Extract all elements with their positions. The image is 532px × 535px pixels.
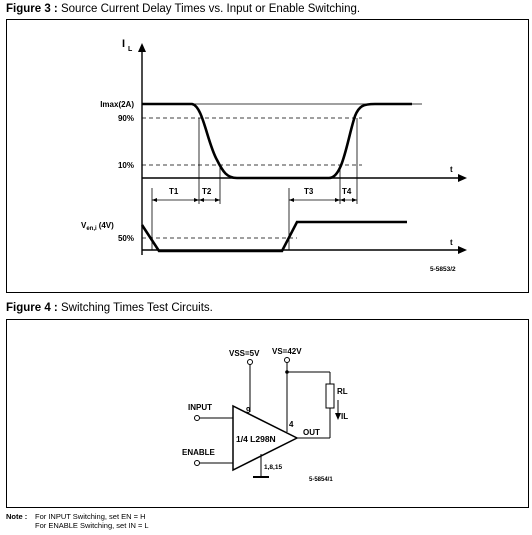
note-line1: For INPUT Switching, set EN = H xyxy=(35,512,146,521)
t4-label: T4 xyxy=(342,187,352,196)
ven-label: Ven,i(4V) xyxy=(81,221,114,232)
figure4-caption: Figure 4 : Switching Times Test Circuits… xyxy=(6,302,213,314)
note-line2: For ENABLE Switching, set IN = L xyxy=(35,521,149,530)
timing-diagram-svg: I L t t Imax(2A) 90% 10% Ven,i(4V) 50% T… xyxy=(81,38,467,273)
time-axis-bottom-label: t xyxy=(450,238,453,247)
time-axis-top-arrow xyxy=(458,174,467,182)
current-waveform xyxy=(142,102,412,180)
figure3-diagram: I L t t Imax(2A) 90% 10% Ven,i(4V) 50% T… xyxy=(6,19,529,293)
note-label: Note : xyxy=(6,512,28,521)
time-axis-bottom-arrow xyxy=(458,246,467,254)
time-axis-top-label: t xyxy=(450,165,453,174)
input-terminal xyxy=(194,415,200,421)
l298n-amplifier xyxy=(232,404,299,472)
figure4-diagram: VSS=5V 9 VS=42V 4 RL IL 1/4 L298N OUT IN… xyxy=(6,319,529,508)
t3-label: T3 xyxy=(304,187,314,196)
figure3-ref: 5-5853/2 xyxy=(430,266,456,273)
figure3-label: Figure 3 : xyxy=(6,3,58,15)
current-axis-arrow xyxy=(138,43,146,52)
t1-label: T1 xyxy=(169,187,179,196)
figure4-label: Figure 4 : xyxy=(6,302,58,314)
rl-label: RL xyxy=(337,387,348,396)
vss-label: VSS=5V xyxy=(229,349,260,358)
input-label: INPUT xyxy=(188,403,212,412)
enable-waveform xyxy=(140,220,407,253)
figure4-ref: 5-5854/1 xyxy=(309,477,333,483)
out-label: OUT xyxy=(303,428,320,437)
il-label: IL xyxy=(341,412,348,421)
ten-percent-label: 10% xyxy=(118,161,134,170)
vs-terminal xyxy=(284,357,290,363)
vs-junction xyxy=(285,370,289,374)
current-axis-label: I xyxy=(122,38,125,50)
current-axis-sub: L xyxy=(128,46,133,53)
test-circuit-svg: VSS=5V 9 VS=42V 4 RL IL 1/4 L298N OUT IN… xyxy=(182,347,348,483)
fifty-percent-label: 50% xyxy=(118,234,134,243)
enable-label: ENABLE xyxy=(182,448,216,457)
load-resistor xyxy=(325,383,335,409)
enable-terminal xyxy=(194,460,200,466)
vs-label: VS=42V xyxy=(272,347,302,356)
vss-terminal xyxy=(247,359,253,365)
t2-label: T2 xyxy=(202,187,212,196)
figure3-title: Source Current Delay Times vs. Input or … xyxy=(60,3,361,15)
figure3-caption: Figure 3 : Source Current Delay Times vs… xyxy=(6,3,360,15)
figure4-title: Switching Times Test Circuits. xyxy=(60,302,213,314)
pin9-label: 9 xyxy=(246,406,251,415)
imax-label: Imax(2A) xyxy=(100,100,134,109)
chip-label: 1/4 L298N xyxy=(236,434,276,444)
pin4-label: 4 xyxy=(289,420,294,429)
gnd-pins-label: 1,8,15 xyxy=(264,464,282,471)
ninety-percent-label: 90% xyxy=(118,114,134,123)
